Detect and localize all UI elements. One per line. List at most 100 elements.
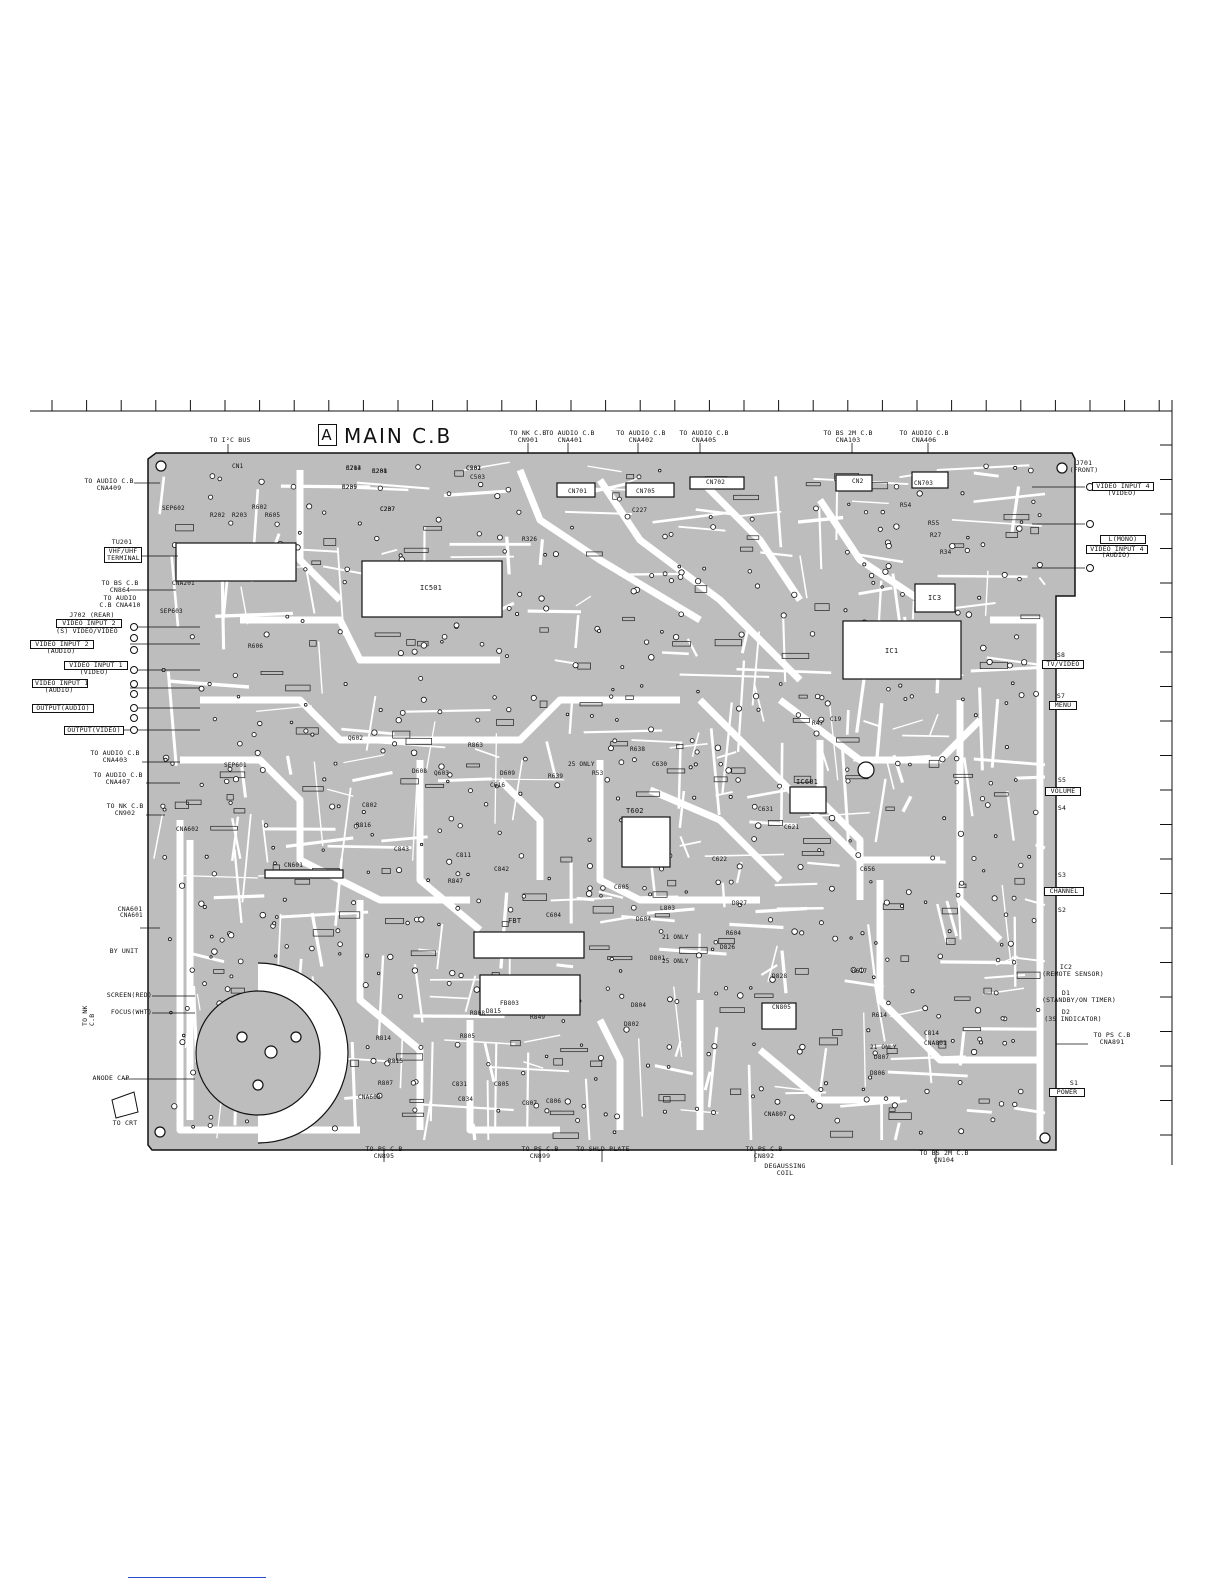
pad [910, 989, 915, 994]
trace [844, 979, 884, 988]
pad [321, 848, 325, 852]
pad [611, 687, 615, 692]
pad [217, 476, 223, 482]
pad [184, 1006, 190, 1011]
part-label: C805 [494, 1081, 510, 1088]
pad [437, 828, 442, 833]
trace [729, 922, 784, 930]
part-label: R617 [852, 968, 868, 975]
part-label: R639 [548, 773, 564, 780]
part-label: C622 [712, 856, 728, 863]
pad [817, 848, 822, 852]
pad [232, 672, 238, 678]
pad [303, 728, 309, 734]
pad [816, 1102, 823, 1110]
pad [737, 992, 744, 999]
component-outline [410, 950, 437, 957]
component-outline [589, 945, 610, 950]
trace [285, 755, 293, 775]
component-outline [210, 825, 238, 831]
trace [215, 611, 293, 618]
trace [867, 856, 946, 864]
component-outline [401, 1112, 424, 1117]
pad [769, 976, 776, 983]
pad [898, 683, 903, 688]
pad [1013, 465, 1018, 470]
trace [486, 778, 565, 781]
pad [1037, 513, 1042, 517]
trace [782, 616, 787, 682]
pad [376, 971, 381, 976]
pad [863, 1096, 870, 1103]
pad [828, 814, 836, 822]
pad [843, 608, 848, 613]
pad [544, 1054, 549, 1059]
pad [980, 644, 987, 652]
pad [357, 521, 362, 526]
trace [966, 1109, 992, 1114]
trace [785, 1091, 827, 1095]
pad [418, 1045, 424, 1050]
trace [241, 814, 252, 903]
part-label: D826 [720, 944, 736, 951]
trace [240, 586, 249, 625]
pad [612, 1130, 617, 1134]
pad [227, 766, 233, 772]
pad [916, 490, 923, 497]
pad [714, 991, 719, 996]
label-top-7: J701 (FRONT) [1069, 459, 1099, 474]
part-label: C630 [652, 761, 668, 768]
pad [791, 928, 798, 935]
connector-label: CN702 [706, 479, 726, 486]
pad [575, 1118, 580, 1123]
label-right-1: (VIDEO) [1107, 489, 1137, 497]
pad [936, 1013, 941, 1019]
pad [392, 741, 398, 747]
pad [202, 905, 207, 910]
pad [189, 967, 195, 973]
part-label: R34 [940, 549, 952, 556]
pad [918, 1130, 923, 1135]
component-outline [230, 987, 245, 994]
pad [668, 532, 674, 537]
note-21-only-1: 21 ONLY [662, 934, 689, 941]
label-left-23: FOCUS(WHT) [110, 1008, 152, 1016]
part-label: C605 [614, 884, 630, 891]
ic601-label: IC601 [796, 778, 819, 786]
part-label: D827 [732, 900, 748, 907]
pad [604, 777, 610, 783]
pad [749, 986, 753, 990]
trace [405, 709, 491, 713]
label-top-4: TO AUDIO C.B CNA405 [679, 429, 729, 444]
pad [458, 972, 464, 979]
pad [1027, 854, 1032, 859]
component-outline [885, 806, 895, 811]
component-outline [590, 1060, 603, 1067]
trace [464, 975, 477, 1012]
pad [351, 900, 357, 906]
component-outline [814, 603, 830, 611]
pad [418, 676, 424, 681]
trace [697, 477, 803, 602]
trace [526, 1052, 530, 1130]
trace [494, 733, 498, 824]
pad [789, 1114, 795, 1121]
trace [707, 1027, 719, 1108]
pad [752, 1042, 756, 1046]
pad [208, 1115, 214, 1120]
label-left-14: OUTPUT(AUDIO) [32, 704, 94, 713]
label-top-5: TO BS 2M C.B CNA103 [823, 429, 873, 444]
label-right-16: (REMOTE SENSOR) [1042, 970, 1104, 978]
pad [619, 993, 625, 999]
part-label: C616 [490, 782, 506, 789]
pad [410, 749, 418, 756]
label-left-24: ANODE CAP [92, 1074, 130, 1082]
connector-label: CN705 [636, 488, 656, 495]
trace [327, 844, 412, 849]
trace [819, 745, 830, 772]
component-outline [962, 1027, 982, 1032]
ic1-outline [842, 620, 962, 680]
pad [232, 776, 240, 783]
trace [381, 548, 398, 555]
trace [444, 1039, 516, 1045]
